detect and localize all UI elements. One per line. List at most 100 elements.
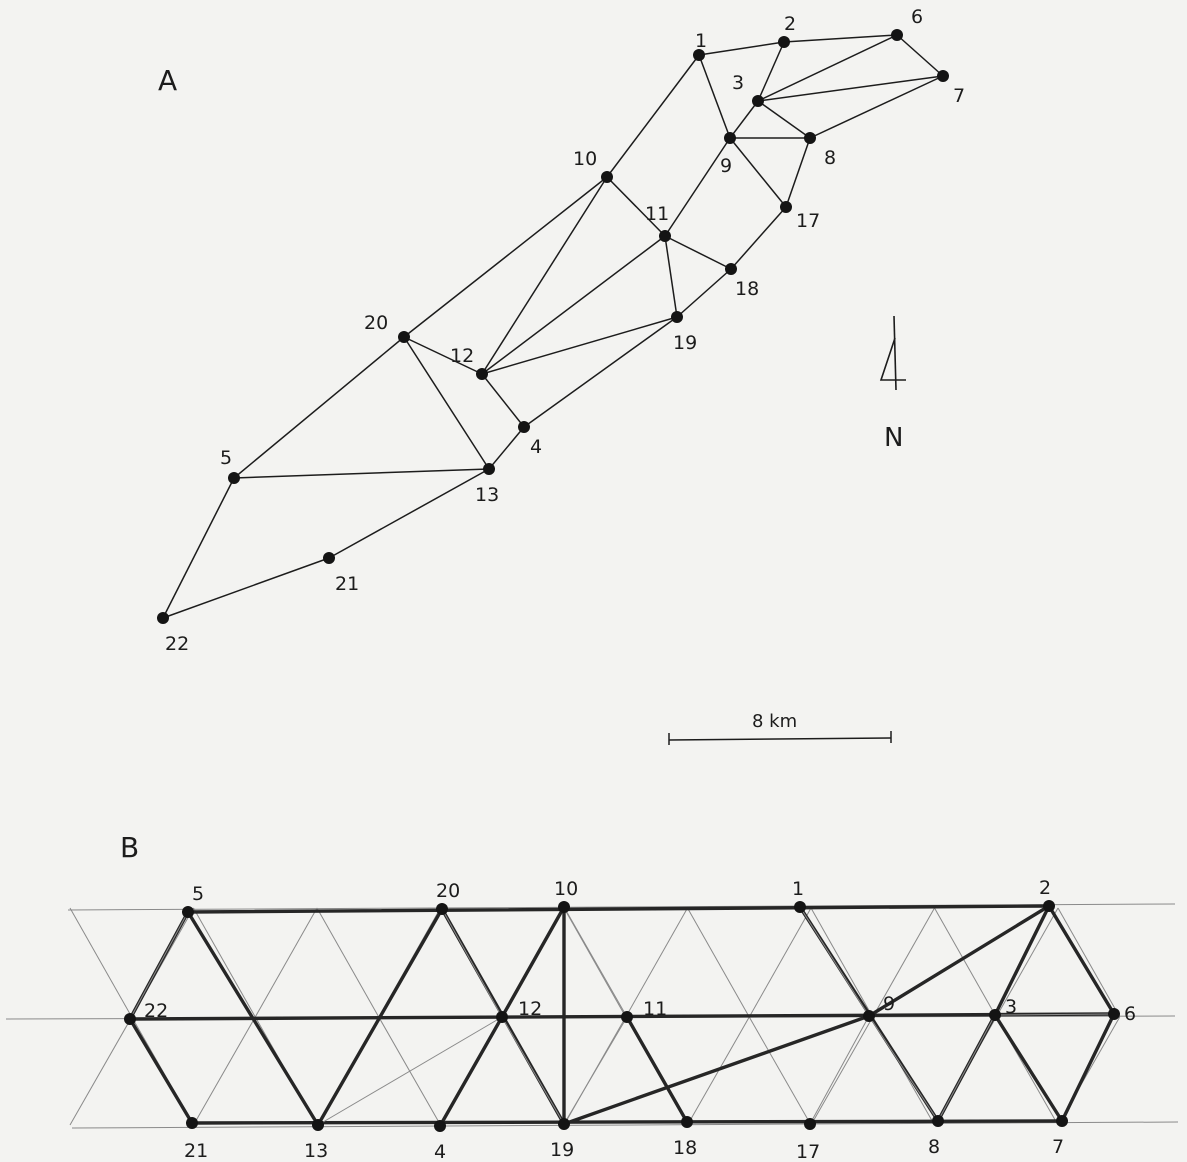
node-a-10 [601, 171, 613, 183]
node-a-19 [671, 311, 683, 323]
edge-b-22-21 [128, 1017, 194, 1125]
node-a-5-label: 5 [220, 447, 232, 469]
edge-a-2-3 [757, 41, 785, 102]
edge-a-3-8 [757, 100, 811, 139]
node-b-20-label: 20 [436, 880, 460, 902]
node-a-11 [659, 230, 671, 242]
edge-b-thin-11-19 [563, 1016, 628, 1125]
grid-diagonal-0-2 [69, 1016, 133, 1126]
node-b-9-label: 9 [883, 993, 895, 1015]
node-a-18 [725, 263, 737, 275]
edge-a-20-5 [233, 336, 405, 479]
north-label: N [884, 423, 903, 453]
edge-a-17-18 [730, 206, 787, 270]
node-a-4-label: 4 [530, 436, 542, 458]
edge-b-thin-3-8 [937, 1014, 996, 1122]
node-b-18 [681, 1116, 693, 1128]
north-arrow-icon [879, 315, 906, 391]
node-a-21-label: 21 [335, 573, 359, 595]
node-b-2 [1043, 900, 1055, 912]
edge-a-3-6 [757, 34, 898, 102]
node-b-17-label: 17 [796, 1141, 820, 1162]
node-a-22-label: 22 [165, 633, 189, 655]
node-b-12 [496, 1011, 508, 1023]
grid-diagonal-0-0 [69, 907, 133, 1018]
edge-a-1-10 [606, 54, 700, 178]
node-a-17-label: 17 [796, 210, 820, 232]
node-b-3-label: 3 [1005, 996, 1017, 1018]
node-b-21-label: 21 [184, 1140, 208, 1162]
node-a-18-label: 18 [735, 278, 759, 300]
node-b-2-label: 2 [1039, 877, 1051, 899]
node-a-8 [804, 132, 816, 144]
node-a-17 [780, 201, 792, 213]
node-a-9 [724, 132, 736, 144]
scale-label: 8 km [752, 711, 797, 732]
panel-b-label: B [120, 831, 139, 864]
edge-a-10-12 [481, 176, 608, 375]
edge-b-5-2 [186, 904, 1051, 914]
edge-b-2-9 [867, 904, 1051, 1018]
scale-bar [668, 731, 892, 745]
grid-diagonal-1-0 [193, 907, 256, 1018]
node-a-21 [323, 552, 335, 564]
node-b-4-label: 4 [434, 1141, 446, 1162]
node-a-2 [778, 36, 790, 48]
edge-a-2-6 [783, 34, 898, 43]
edge-b-10-12 [500, 905, 566, 1019]
grid-diagonal-5-0 [687, 907, 750, 1018]
node-a-20 [398, 331, 410, 343]
node-b-19-label: 19 [550, 1139, 574, 1161]
node-b-3 [989, 1009, 1001, 1021]
edge-a-10-20 [403, 176, 608, 338]
grid-diagonal-7-1 [995, 907, 1059, 1018]
node-b-22-label: 22 [144, 1000, 168, 1022]
node-a-19-label: 19 [673, 332, 697, 354]
node-b-7 [1056, 1115, 1068, 1127]
edge-b-3-2 [993, 904, 1051, 1017]
edge-b-11-18 [625, 1015, 689, 1124]
node-a-22 [157, 612, 169, 624]
edge-b-thin-20-12 [441, 908, 503, 1018]
edge-b-thin-12-19 [501, 1016, 565, 1125]
node-b-8 [932, 1115, 944, 1127]
grid-diagonal-6-2 [810, 1016, 874, 1126]
edge-a-19-4 [523, 316, 678, 428]
node-b-1-label: 1 [792, 878, 804, 900]
edge-a-11-19 [664, 235, 678, 318]
edge-b-thin-9-1 [799, 906, 870, 1017]
node-b-10-label: 10 [554, 878, 578, 900]
grid-diagonal-6-0 [810, 907, 874, 1018]
edge-a-11-18 [664, 235, 732, 270]
edge-a-9-11 [664, 137, 731, 237]
node-b-11-label: 11 [643, 998, 667, 1020]
node-a-12 [476, 368, 488, 380]
node-b-12-label: 12 [518, 998, 542, 1020]
node-b-8-label: 8 [928, 1136, 940, 1158]
node-b-5 [182, 906, 194, 918]
edge-a-13-21 [328, 468, 490, 559]
grid-line-bottom [71, 1121, 1179, 1129]
grid-diagonal-4-0 [563, 907, 627, 1018]
edge-a-5-13 [233, 468, 490, 479]
edge-a-9-17 [729, 137, 787, 208]
node-a-6 [891, 29, 903, 41]
edge-b-thin-13-12 [317, 1016, 503, 1126]
edge-a-10-11 [606, 176, 666, 237]
edge-a-18-19 [676, 268, 732, 318]
node-b-4 [434, 1120, 446, 1132]
node-a-10-label: 10 [573, 148, 597, 170]
grid-diagonal-1-2 [193, 1016, 256, 1126]
edge-a-7-8 [809, 75, 944, 139]
node-a-1 [693, 49, 705, 61]
edge-a-20-13 [403, 336, 490, 470]
edge-a-20-12 [403, 336, 483, 375]
edge-b-12-4 [438, 1015, 504, 1128]
node-b-17 [804, 1118, 816, 1130]
node-b-18-label: 18 [673, 1137, 697, 1159]
edge-a-3-9 [729, 100, 759, 139]
edge-a-3-7 [757, 75, 944, 102]
node-a-13-label: 13 [475, 484, 499, 506]
